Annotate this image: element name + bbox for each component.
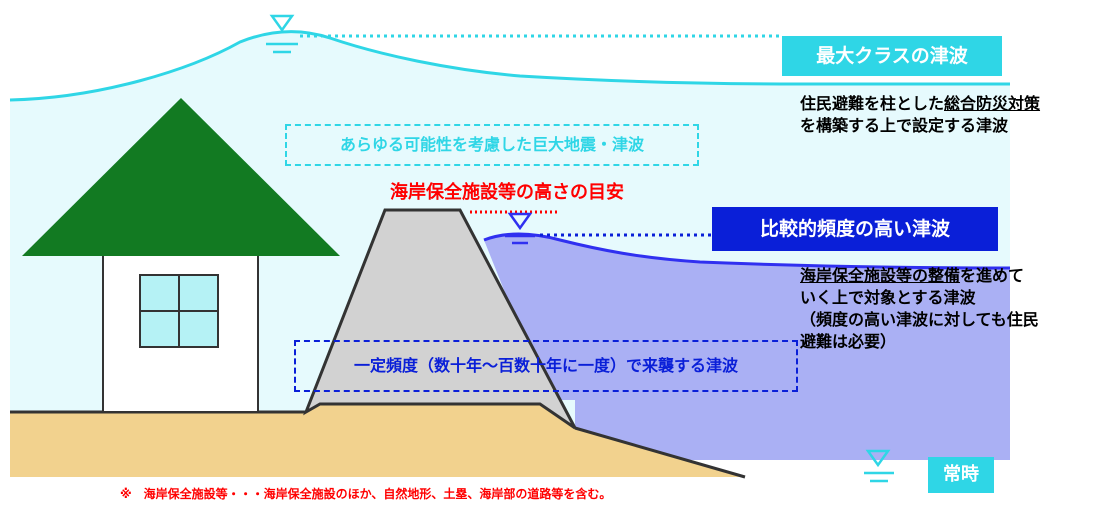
freq-desc-line2: いく上で対象とする津波 bbox=[800, 288, 976, 307]
house-roof bbox=[22, 98, 340, 256]
max-desc-line2: を構築する上で設定する津波 bbox=[800, 116, 1009, 135]
possibility-box: あらゆる可能性を考慮した巨大地震・津波 bbox=[285, 124, 699, 166]
seabed-line bbox=[574, 426, 746, 479]
max-class-tsunami-label: 最大クラスの津波 bbox=[782, 36, 1002, 76]
normal-level-label: 常時 bbox=[928, 457, 994, 493]
periodic-tsunami-box: 一定頻度（数十年～百数十年に一度）で来襲する津波 bbox=[294, 340, 798, 392]
frequent-tsunami-label: 比較的頻度の高い津波 bbox=[712, 207, 998, 251]
coastal-height-heading: 海岸保全施設等の高さの目安 bbox=[390, 182, 624, 203]
freq-desc-line3: （頻度の高い津波に対しても住民 bbox=[800, 310, 1039, 329]
frequent-tsunami-area bbox=[484, 234, 1010, 460]
water-level-marker-icon bbox=[505, 212, 535, 245]
water-level-marker-icon bbox=[864, 449, 894, 483]
levee-icon bbox=[303, 208, 577, 430]
max-tsunami-description: 住民避難を柱とした総合防災対策 を構築する上で設定する津波 bbox=[800, 93, 1040, 137]
water-level-marker-icon bbox=[266, 14, 298, 54]
max-desc-line1-emphasis: 総合防災対策 bbox=[944, 94, 1041, 113]
ground bbox=[10, 404, 745, 477]
footnote: ※ 海岸保全施設等・・・海岸保全施設のほか、自然地形、土塁、海岸部の道路等を含む… bbox=[120, 487, 612, 501]
frequent-tsunami-wave-line bbox=[483, 232, 1011, 270]
freq-desc-line4: 避難は必要） bbox=[800, 332, 897, 351]
max-tsunami-wave-line bbox=[9, 30, 1010, 102]
frequent-tsunami-description: 海岸保全施設等の整備を進めて いく上で対象とする津波 （頻度の高い津波に対しても… bbox=[800, 265, 1039, 353]
freq-desc-line1-emphasis: 海岸保全施設等の整備 bbox=[800, 266, 961, 285]
window-icon bbox=[139, 274, 219, 348]
freq-desc-line1-post: を進めて bbox=[960, 266, 1025, 285]
max-desc-line1-pre: 住民避難を柱とした bbox=[800, 94, 945, 113]
